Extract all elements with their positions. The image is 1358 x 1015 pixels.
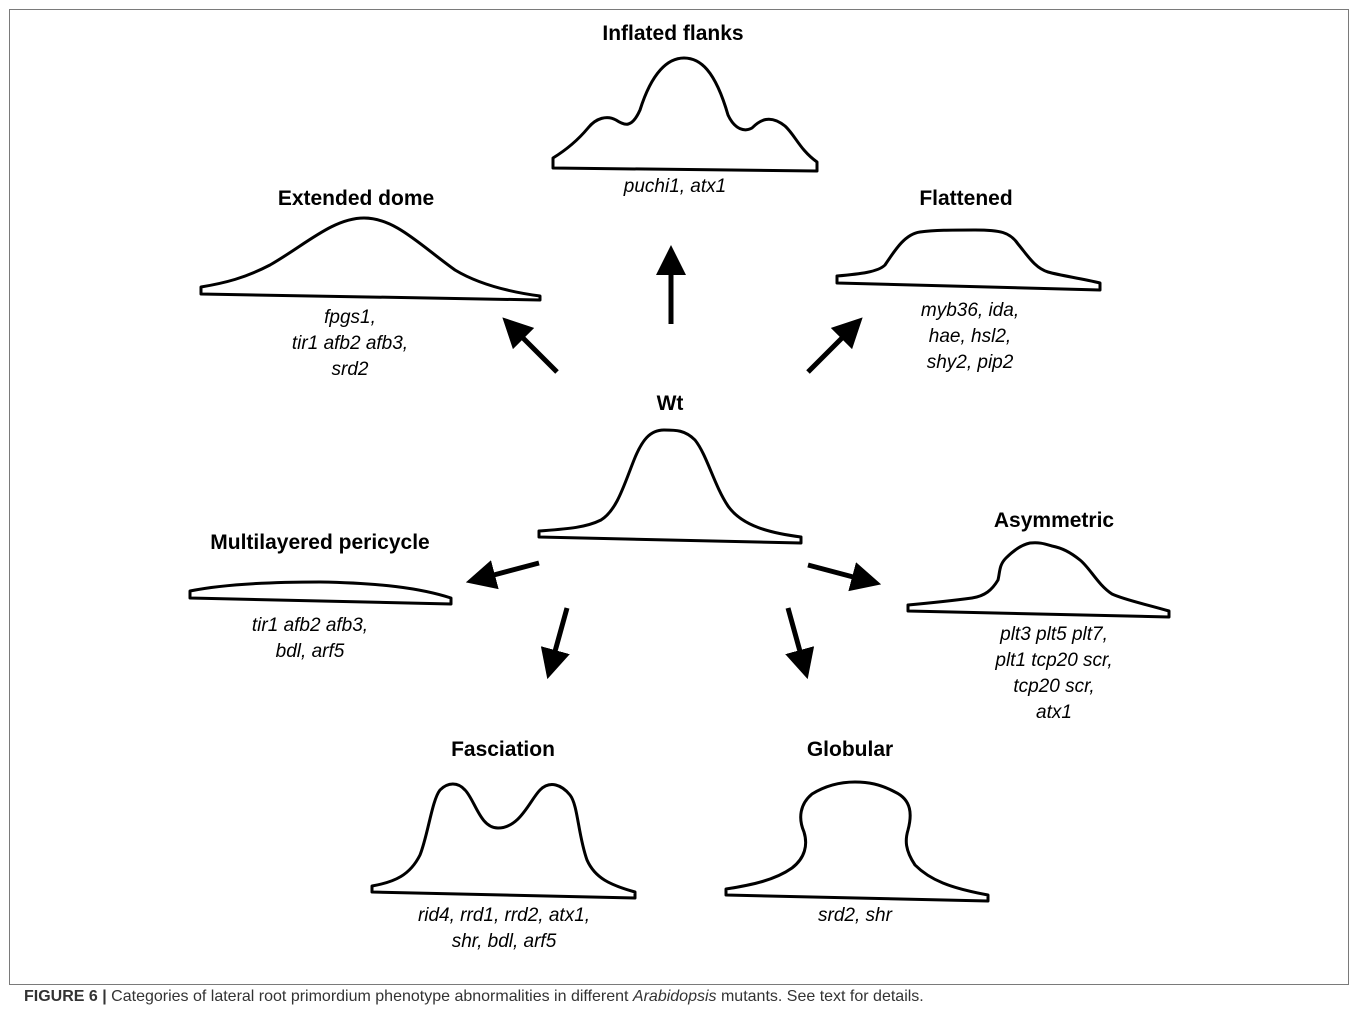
gene-line: bdl, arf5 xyxy=(275,641,345,662)
asymmetric-genes: plt3 plt5 plt7, plt1 tcp20 scr, tcp20 sc… xyxy=(944,622,1164,726)
gene-line: tir1 afb2 afb3, xyxy=(291,333,409,354)
asymmetric-label: Asymmetric xyxy=(993,509,1115,532)
gene-line: shy2, pip2 xyxy=(926,352,1014,373)
arrow-to-flattened xyxy=(806,317,863,374)
wt-shape xyxy=(537,428,803,545)
caption-italic: Arabidopsis xyxy=(632,988,717,1005)
inflated-flanks-shape xyxy=(551,56,819,173)
gene-line: srd2 xyxy=(331,359,369,380)
flattened-label: Flattened xyxy=(919,187,1013,210)
fasciation-shape xyxy=(370,782,637,900)
gene-line: tir1 afb2 afb3, xyxy=(251,615,369,636)
gene-line: atx1 xyxy=(1036,702,1072,723)
arrow-to-globular xyxy=(785,607,815,680)
asymmetric-shape xyxy=(906,541,1171,619)
figure-caption: FIGURE 6 | Categories of lateral root pr… xyxy=(24,988,924,1006)
multilayered-pericycle-shape xyxy=(188,580,453,606)
gene-line: plt3 plt5 plt7, xyxy=(1000,624,1108,645)
gene-line: myb36, ida, xyxy=(920,300,1020,321)
arrow-to-multilayered-pericycle xyxy=(465,560,540,590)
gene-line: shr, bdl, arf5 xyxy=(451,931,557,952)
gene-line: plt1 tcp20 scr, xyxy=(995,650,1113,671)
figure-number: FIGURE 6 | xyxy=(24,988,107,1005)
gene-line: rid4, rrd1, rrd2, atx1, xyxy=(417,905,591,926)
fasciation-label: Fasciation xyxy=(451,738,555,761)
globular-genes: srd2, shr xyxy=(785,903,925,929)
inflated-flanks-genes: puchi1, atx1 xyxy=(585,174,765,200)
fasciation-genes: rid4, rrd1, rrd2, atx1, shr, bdl, arf5 xyxy=(384,903,624,955)
multilayered-pericycle-genes: tir1 afb2 afb3, bdl, arf5 xyxy=(210,613,410,665)
gene-line: fpgs1, xyxy=(324,307,376,328)
arrow-to-fasciation xyxy=(540,607,570,680)
flattened-genes: myb36, ida, hae, hsl2, shy2, pip2 xyxy=(880,298,1060,376)
caption-text-before: Categories of lateral root primordium ph… xyxy=(106,988,633,1005)
flattened-shape xyxy=(835,228,1102,292)
extended-dome-label: Extended dome xyxy=(277,187,435,210)
arrow-to-extended-dome xyxy=(502,317,559,374)
arrow-to-asymmetric xyxy=(807,562,882,592)
gene-line: tcp20 scr, xyxy=(1013,676,1095,697)
gene-line: srd2, shr xyxy=(818,905,892,926)
gene-line: hae, hsl2, xyxy=(928,326,1012,347)
globular-shape xyxy=(724,780,990,903)
multilayered-pericycle-label: Multilayered pericycle xyxy=(210,531,430,554)
extended-dome-genes: fpgs1, tir1 afb2 afb3, srd2 xyxy=(250,305,450,383)
wt-label: Wt xyxy=(656,392,684,415)
gene-line: puchi1, atx1 xyxy=(623,176,727,197)
inflated-flanks-label: Inflated flanks xyxy=(602,22,744,45)
figure-frame xyxy=(9,9,1349,985)
globular-label: Globular xyxy=(806,738,894,761)
caption-text-after: mutants. See text for details. xyxy=(716,988,924,1005)
extended-dome-shape xyxy=(199,216,542,302)
